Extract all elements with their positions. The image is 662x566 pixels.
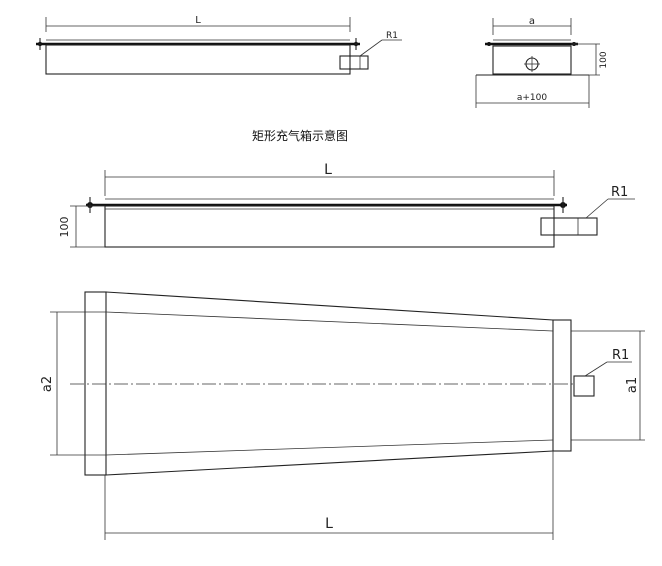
inlet-pipe-small [339,55,369,70]
label-end-width-small: a1 [625,377,640,393]
radius-leader-plan [584,361,608,377]
diagram-caption: 矩形充气箱示意图 [251,129,348,143]
taper-bottom-edge [105,450,554,476]
plan-view: R1 a1 a2 L [40,291,645,540]
main-box-body [104,205,555,248]
taper-top-edge [105,291,554,321]
box-body-small [45,44,351,75]
label-width-plus: a+100 [517,93,548,103]
label-radius-main: R1 [611,185,628,200]
label-length-plan: L [325,516,333,532]
inlet-square [573,375,595,397]
label-height-main: 100 [58,217,71,238]
small-side-view: L R1 [36,15,402,75]
end-box-body [492,45,572,75]
main-side-view: L 100 R1 [58,162,635,248]
radius-leader-small [359,39,383,57]
label-radius-small: R1 [386,31,398,41]
flange-left [84,291,107,476]
label-end-width-large: a2 [40,376,55,392]
end-view: a a+100 100 [475,16,609,108]
label-length-small: L [195,15,201,26]
flange-right [552,319,572,452]
radius-leader-main [585,198,609,219]
label-width: a [529,16,535,27]
label-height-small: 100 [599,51,609,68]
inlet-pipe-main [540,217,598,236]
label-length-main: L [324,162,332,178]
label-radius-plan: R1 [612,348,629,363]
